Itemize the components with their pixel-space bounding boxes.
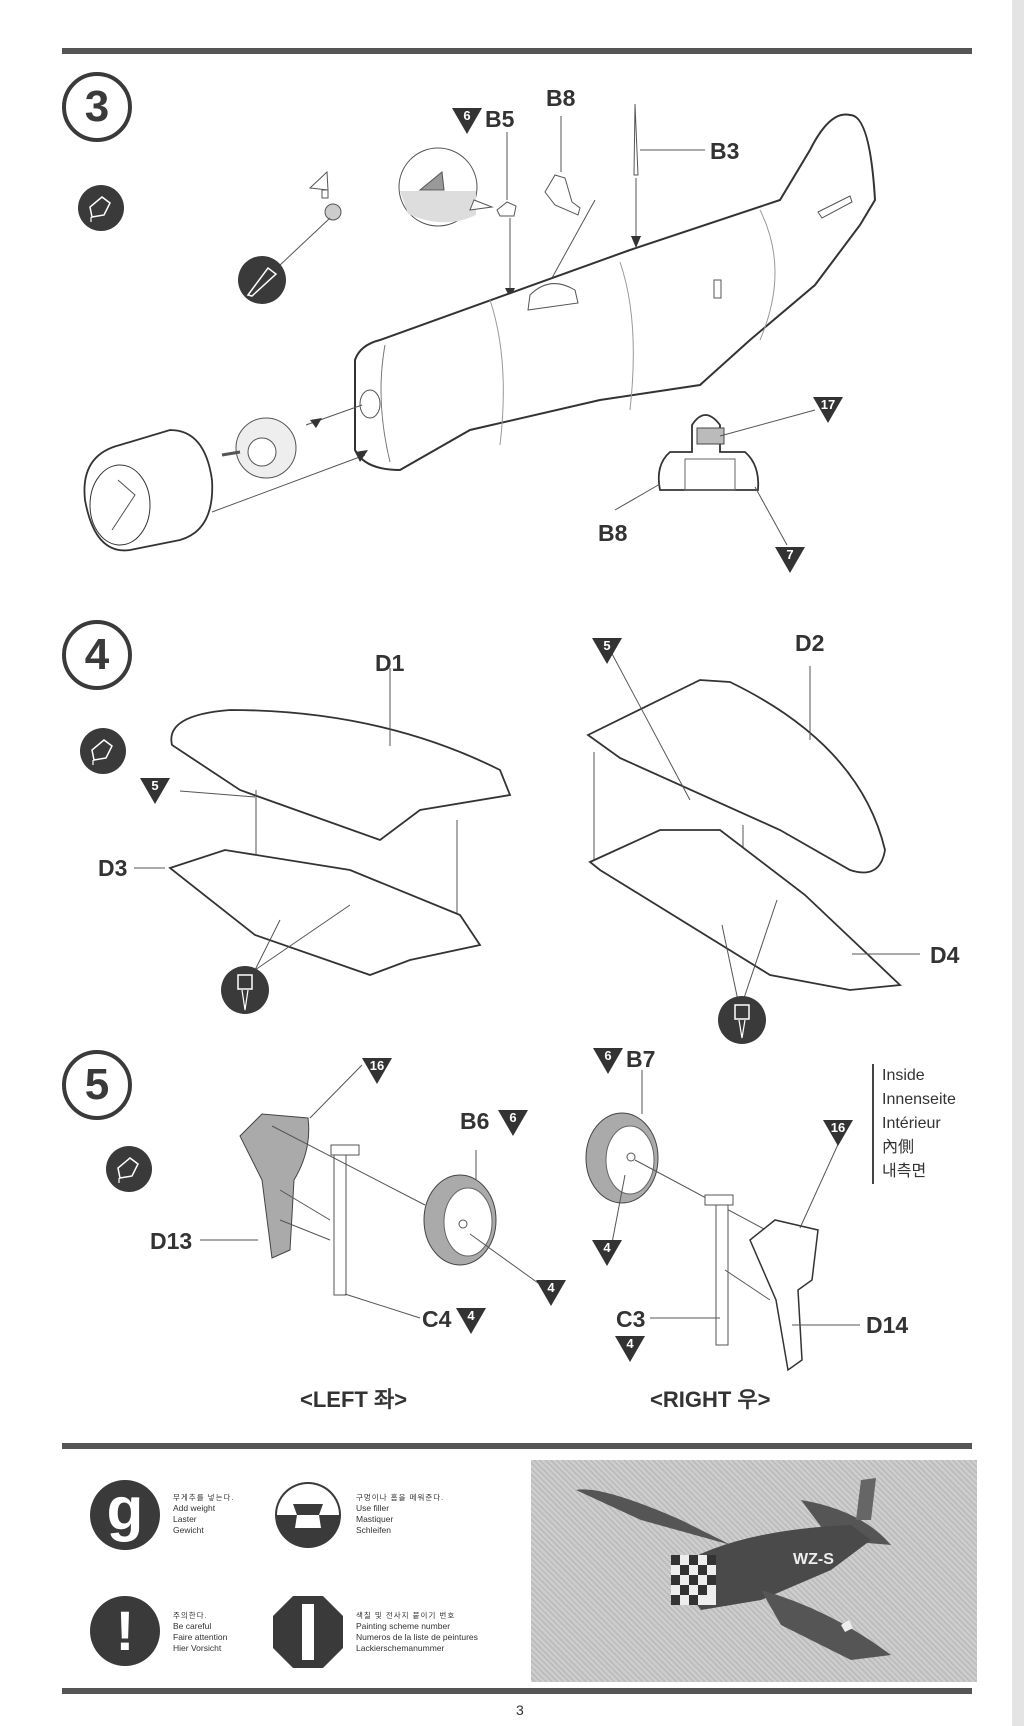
inside-note-de: Innenseite xyxy=(882,1091,956,1108)
part-label-c3: C3 xyxy=(616,1306,646,1332)
top-rule xyxy=(62,48,972,54)
part-label-b8-detail: B8 xyxy=(598,520,628,546)
part-label-d13: D13 xyxy=(150,1228,193,1254)
legend-line: Lackierschemanummer xyxy=(356,1643,445,1653)
legend-weight-text: 무게추를 넣는다. Add weight Laster Gewicht xyxy=(173,1492,234,1536)
step-number: 5 xyxy=(62,1050,132,1120)
cement-icon xyxy=(106,1146,152,1192)
legend-line: Faire attention xyxy=(173,1632,228,1642)
legend-line: Laster xyxy=(173,1514,197,1524)
finished-model-photo: WZ-S xyxy=(531,1460,977,1682)
inside-note-en: Inside xyxy=(882,1067,925,1084)
legend-filler-text: 구멍이나 홈을 메워준다. Use filler Mastiquer Schle… xyxy=(356,1492,444,1536)
inside-note: Inside Innenseite Intérieur 內側 내측면 xyxy=(872,1064,956,1184)
legend-line: 색칠 및 전사지 붙이기 번호 xyxy=(356,1611,456,1620)
step-number: 3 xyxy=(62,72,132,142)
side-label-right: <RIGHT 우> xyxy=(650,1387,771,1412)
legend-line: 주의한다. xyxy=(173,1611,208,1620)
legend-line: 무게추를 넣는다. xyxy=(173,1493,235,1502)
legend-line: Numeros de la liste de peintures xyxy=(356,1632,478,1642)
part-label-b5: B5 xyxy=(485,106,515,132)
legend-line: Hier Vorsicht xyxy=(173,1643,222,1653)
legend-line: Painting scheme number xyxy=(356,1621,451,1631)
legend-painting-text: 색칠 및 전사지 붙이기 번호 Painting scheme number N… xyxy=(356,1610,478,1654)
side-label-left: <LEFT 좌> xyxy=(300,1387,408,1412)
weight-icon: g xyxy=(90,1479,160,1550)
legend-rule-bottom xyxy=(62,1688,972,1694)
fuselage-code: WZ-S xyxy=(793,1551,834,1568)
page-edge xyxy=(1012,0,1024,1726)
step-5-drawing xyxy=(200,1064,860,1372)
part-label-b3: B3 xyxy=(710,138,740,164)
part-label-d3: D3 xyxy=(98,855,128,881)
step-4-drawing xyxy=(134,649,920,1044)
part-label-d14: D14 xyxy=(866,1312,909,1338)
part-label-d1: D1 xyxy=(375,650,405,676)
legend-rule-top xyxy=(62,1443,972,1449)
legend-line: Gewicht xyxy=(173,1525,204,1535)
filler-icon xyxy=(273,1480,343,1550)
legend-line: Be careful xyxy=(173,1621,212,1631)
part-label-b8: B8 xyxy=(546,85,576,111)
inside-note-ko: 내측면 xyxy=(882,1163,927,1180)
inside-note-fr: Intérieur xyxy=(882,1115,941,1132)
part-label-c4: C4 xyxy=(422,1306,452,1332)
legend-line: Add weight xyxy=(173,1503,216,1513)
step-3-drawing xyxy=(83,103,877,552)
part-label-d2: D2 xyxy=(795,630,825,656)
cement-icon xyxy=(78,185,124,231)
inside-note-jp: 內側 xyxy=(882,1139,915,1156)
legend-line: Schleifen xyxy=(356,1525,391,1535)
step-number: 4 xyxy=(62,620,132,690)
legend-line: Use filler xyxy=(356,1503,390,1513)
cement-icon xyxy=(80,728,126,774)
part-label-b7: B7 xyxy=(626,1046,656,1072)
caution-icon: ! xyxy=(90,1596,160,1666)
legend-line: 구멍이나 홈을 메워준다. xyxy=(356,1493,445,1502)
legend-line: Mastiquer xyxy=(356,1514,394,1524)
painting-scheme-icon xyxy=(273,1596,343,1668)
part-label-b6: B6 xyxy=(460,1108,490,1134)
legend-caution-text: 주의한다. Be careful Faire attention Hier Vo… xyxy=(173,1610,227,1654)
part-label-d4: D4 xyxy=(930,942,960,968)
page-number: 3 xyxy=(516,1702,524,1718)
